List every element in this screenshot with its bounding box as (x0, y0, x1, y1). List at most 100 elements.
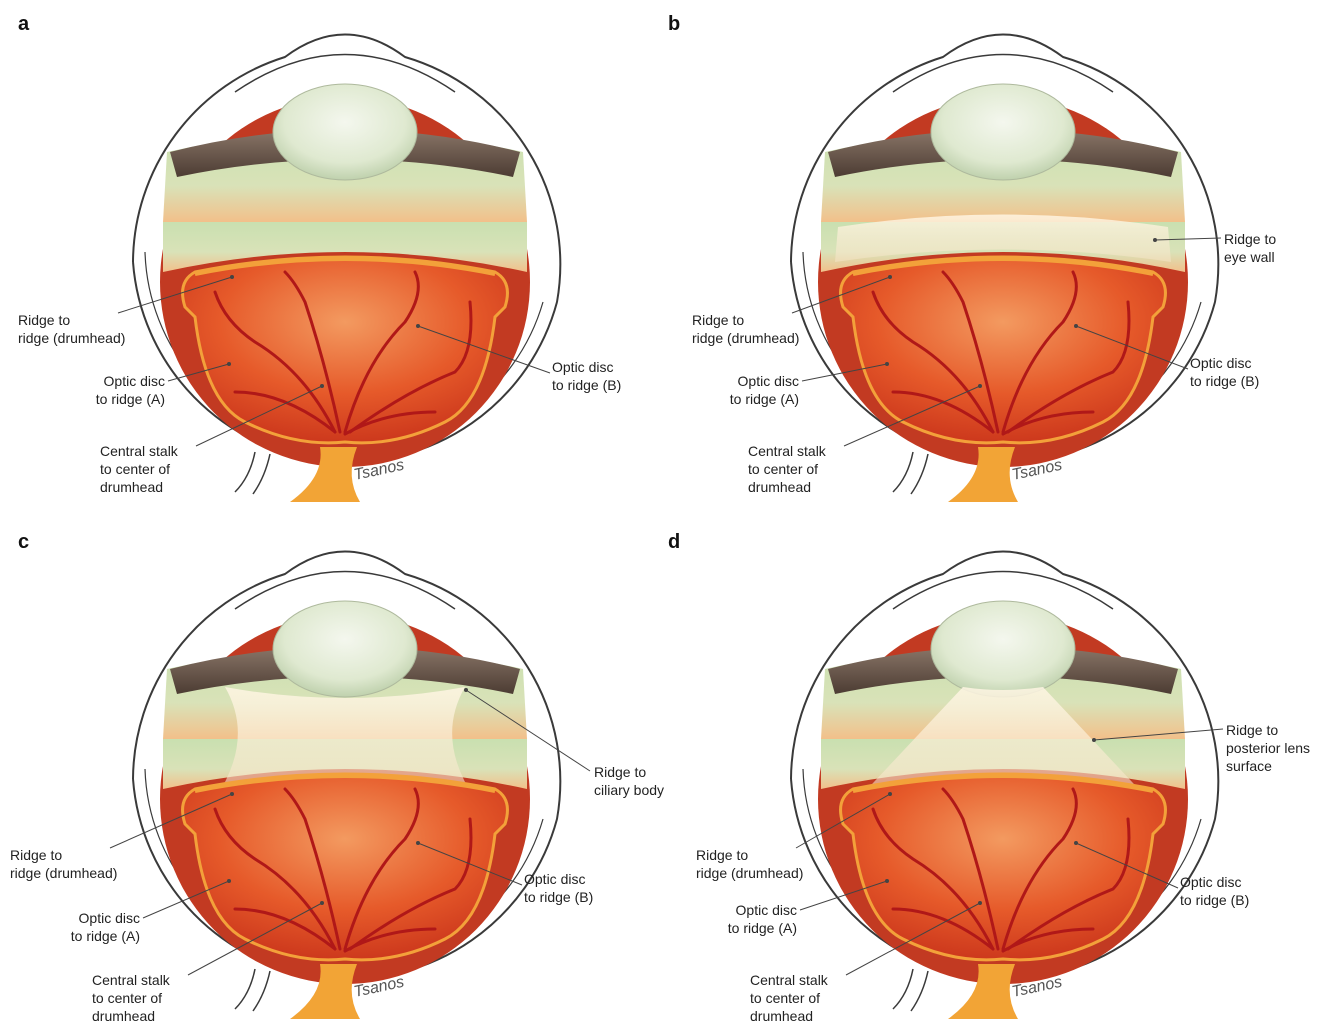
lens (273, 84, 417, 180)
leader-dot (978, 384, 982, 388)
eye-illustration: Tsanos (791, 35, 1218, 503)
label-line: to ridge (B) (1190, 373, 1259, 389)
label-line: to ridge (A) (728, 920, 797, 936)
leader-dot (320, 384, 324, 388)
panel-a: aTsanosRidge toridge (drumhead)Optic dis… (18, 13, 621, 502)
leader-dot (888, 275, 892, 279)
nerve-sheath-line (253, 971, 270, 1011)
label-discB: Optic disc to ridge (B) (552, 359, 621, 393)
label-line: drumhead (750, 1008, 813, 1024)
globe-interior (160, 601, 530, 984)
leader-dot (1074, 841, 1078, 845)
label-line: Optic disc (1190, 355, 1251, 371)
label-line: surface (1226, 758, 1272, 774)
lens (931, 601, 1075, 697)
label-line: posterior lens (1226, 740, 1310, 756)
leader-dot (230, 792, 234, 796)
label-line: Optic disc (524, 871, 585, 887)
label-line: drumhead (748, 479, 811, 495)
globe-interior (160, 84, 530, 467)
label-line: Ridge to (696, 847, 748, 863)
lens (931, 84, 1075, 180)
label-line: to center of (750, 990, 820, 1006)
lens (273, 601, 417, 697)
nerve-sheath-line (235, 969, 255, 1009)
label-line: ridge (drumhead) (18, 330, 125, 346)
panel-c: cTsanosRidge tociliary bodyRidge toridge… (10, 531, 664, 1024)
label-drum: Ridge to ridge (drumhead) (696, 847, 803, 881)
leader-dot (230, 275, 234, 279)
eye-illustration: Tsanos (791, 552, 1218, 1020)
label-line: to center of (748, 461, 818, 477)
leader-dot (464, 688, 468, 692)
label-line: to ridge (B) (524, 889, 593, 905)
label-discA: Optic disc to ridge (A) (96, 373, 165, 407)
label-discA: Optic disc to ridge (A) (728, 902, 797, 936)
label-line: Central stalk (750, 972, 829, 988)
label-traction: Ridge to posterior lens surface (1226, 722, 1310, 774)
label-stalk: Central stalk to center of drumhead (100, 443, 179, 495)
label-stalk: Central stalk to center of drumhead (748, 443, 827, 495)
nerve-sheath-line (911, 454, 928, 494)
nerve-sheath-line (893, 452, 913, 492)
label-line: Optic disc (79, 910, 140, 926)
leader-dot (416, 324, 420, 328)
label-line: Central stalk (100, 443, 179, 459)
label-line: to ridge (A) (96, 391, 165, 407)
label-line: to center of (92, 990, 162, 1006)
label-line: to ridge (B) (552, 377, 621, 393)
leader-dot (885, 879, 889, 883)
label-line: to center of (100, 461, 170, 477)
label-line: ridge (drumhead) (696, 865, 803, 881)
label-discB: Optic disc to ridge (B) (1190, 355, 1259, 389)
label-drum: Ridge to ridge (drumhead) (10, 847, 117, 881)
eye-illustration: Tsanos (133, 35, 560, 503)
label-line: Optic disc (552, 359, 613, 375)
leader-dot (888, 792, 892, 796)
label-line: to ridge (B) (1180, 892, 1249, 908)
leader-dot (1074, 324, 1078, 328)
panel-letter: c (18, 531, 29, 553)
label-drum: Ridge to ridge (drumhead) (18, 312, 125, 346)
label-line: Central stalk (92, 972, 171, 988)
label-line: drumhead (100, 479, 163, 495)
globe-interior (818, 84, 1188, 467)
label-line: ridge (drumhead) (10, 865, 117, 881)
leader-dot (227, 879, 231, 883)
label-line: Optic disc (738, 373, 799, 389)
label-line: drumhead (92, 1008, 155, 1024)
label-line: Ridge to (18, 312, 70, 328)
leader-dot (416, 841, 420, 845)
label-line: to ridge (A) (71, 928, 140, 944)
label-stalk: Central stalk to center of drumhead (92, 972, 171, 1024)
nerve-sheath-line (235, 452, 255, 492)
label-discA: Optic disc to ridge (A) (730, 373, 799, 407)
label-line: Optic disc (736, 902, 797, 918)
label-discB: Optic disc to ridge (B) (524, 871, 593, 905)
nerve-sheath-line (253, 454, 270, 494)
leader-dot (1092, 738, 1096, 742)
globe-interior (818, 601, 1188, 984)
panel-letter: b (668, 13, 680, 35)
label-line: Ridge to (692, 312, 744, 328)
label-traction: Ridge tociliary body (594, 764, 664, 798)
label-line: eye wall (1224, 249, 1275, 265)
label-stalk: Central stalk to center of drumhead (750, 972, 829, 1024)
eye-illustration: Tsanos (133, 552, 560, 1020)
leader-dot (1153, 238, 1157, 242)
leader-dot (978, 901, 982, 905)
label-line: to ridge (A) (730, 391, 799, 407)
label-line: Ridge to (594, 764, 646, 780)
label-line: Optic disc (104, 373, 165, 389)
nerve-sheath-line (893, 969, 913, 1009)
label-line: Central stalk (748, 443, 827, 459)
leader-dot (227, 362, 231, 366)
nerve-sheath-line (911, 971, 928, 1011)
label-line: Ridge to (1226, 722, 1278, 738)
label-line: Ridge to (10, 847, 62, 863)
